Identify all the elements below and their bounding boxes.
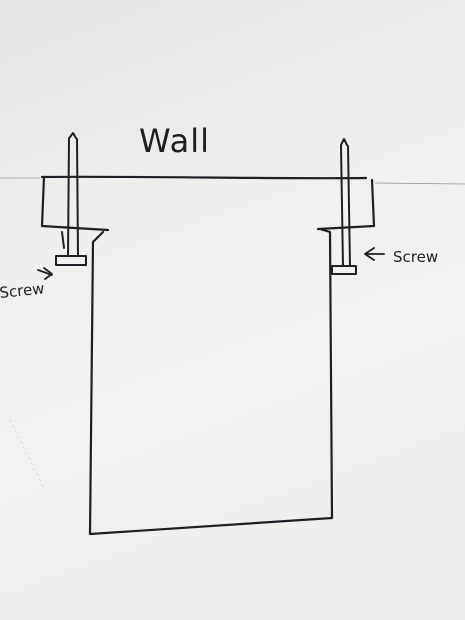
left-screw-label: Screw — [0, 279, 45, 302]
paper-crease — [9, 419, 46, 491]
left-arrow-head — [43, 267, 53, 280]
left-screw-icon — [55, 132, 87, 266]
left-bracket — [40, 175, 110, 232]
pencil-guide-line-right — [374, 182, 465, 185]
right-screw-icon — [331, 138, 357, 275]
right-screw-label: Screw — [393, 248, 438, 266]
panel-body — [88, 227, 334, 536]
wall-label: Wall — [139, 122, 210, 160]
right-bracket — [316, 178, 376, 231]
left-bracket-step — [61, 231, 65, 249]
right-arrow-head — [364, 247, 375, 261]
left-arrow-shaft — [37, 269, 53, 276]
wall-line — [40, 175, 368, 180]
